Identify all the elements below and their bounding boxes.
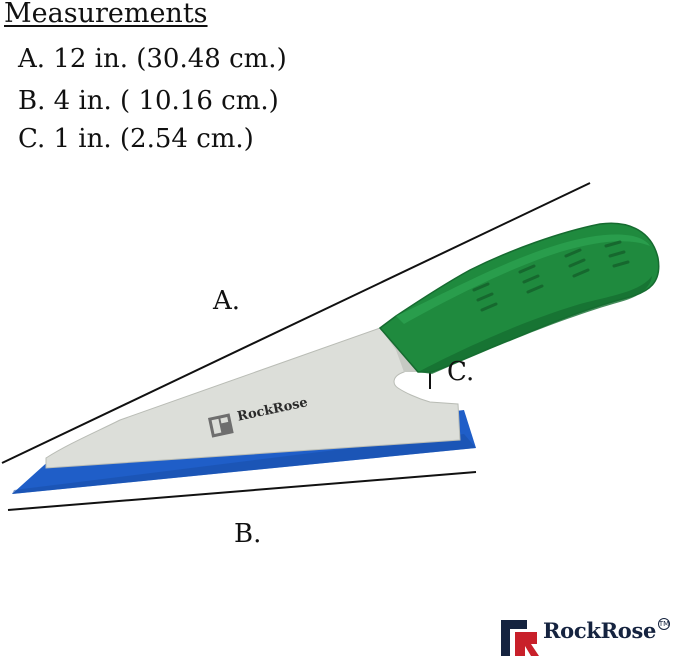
dimension-label-a: A.: [213, 286, 241, 316]
dimension-line-a: [1, 182, 591, 464]
spec-a: A. 12 in. (30.48 cm.): [18, 44, 287, 74]
brand-name: RockRose: [543, 618, 657, 643]
spec-c: C. 1 in. (2.54 cm.): [18, 124, 254, 154]
trademark-mark: TM: [658, 617, 671, 630]
white-blade: [45, 327, 461, 469]
tool-logo-emblem: [208, 413, 234, 438]
spec-b: B. 4 in. ( 10.16 cm.): [18, 86, 279, 116]
brand-logo-emblem: [501, 620, 539, 656]
page-title: Measurements: [4, 0, 208, 29]
dimension-line-b: [7, 471, 477, 511]
handle-grip-ridges: [472, 240, 630, 312]
dimension-label-b: B.: [234, 519, 262, 549]
dimension-label-c: C.: [447, 357, 475, 387]
brand-logo: RockRose TM: [499, 617, 671, 643]
